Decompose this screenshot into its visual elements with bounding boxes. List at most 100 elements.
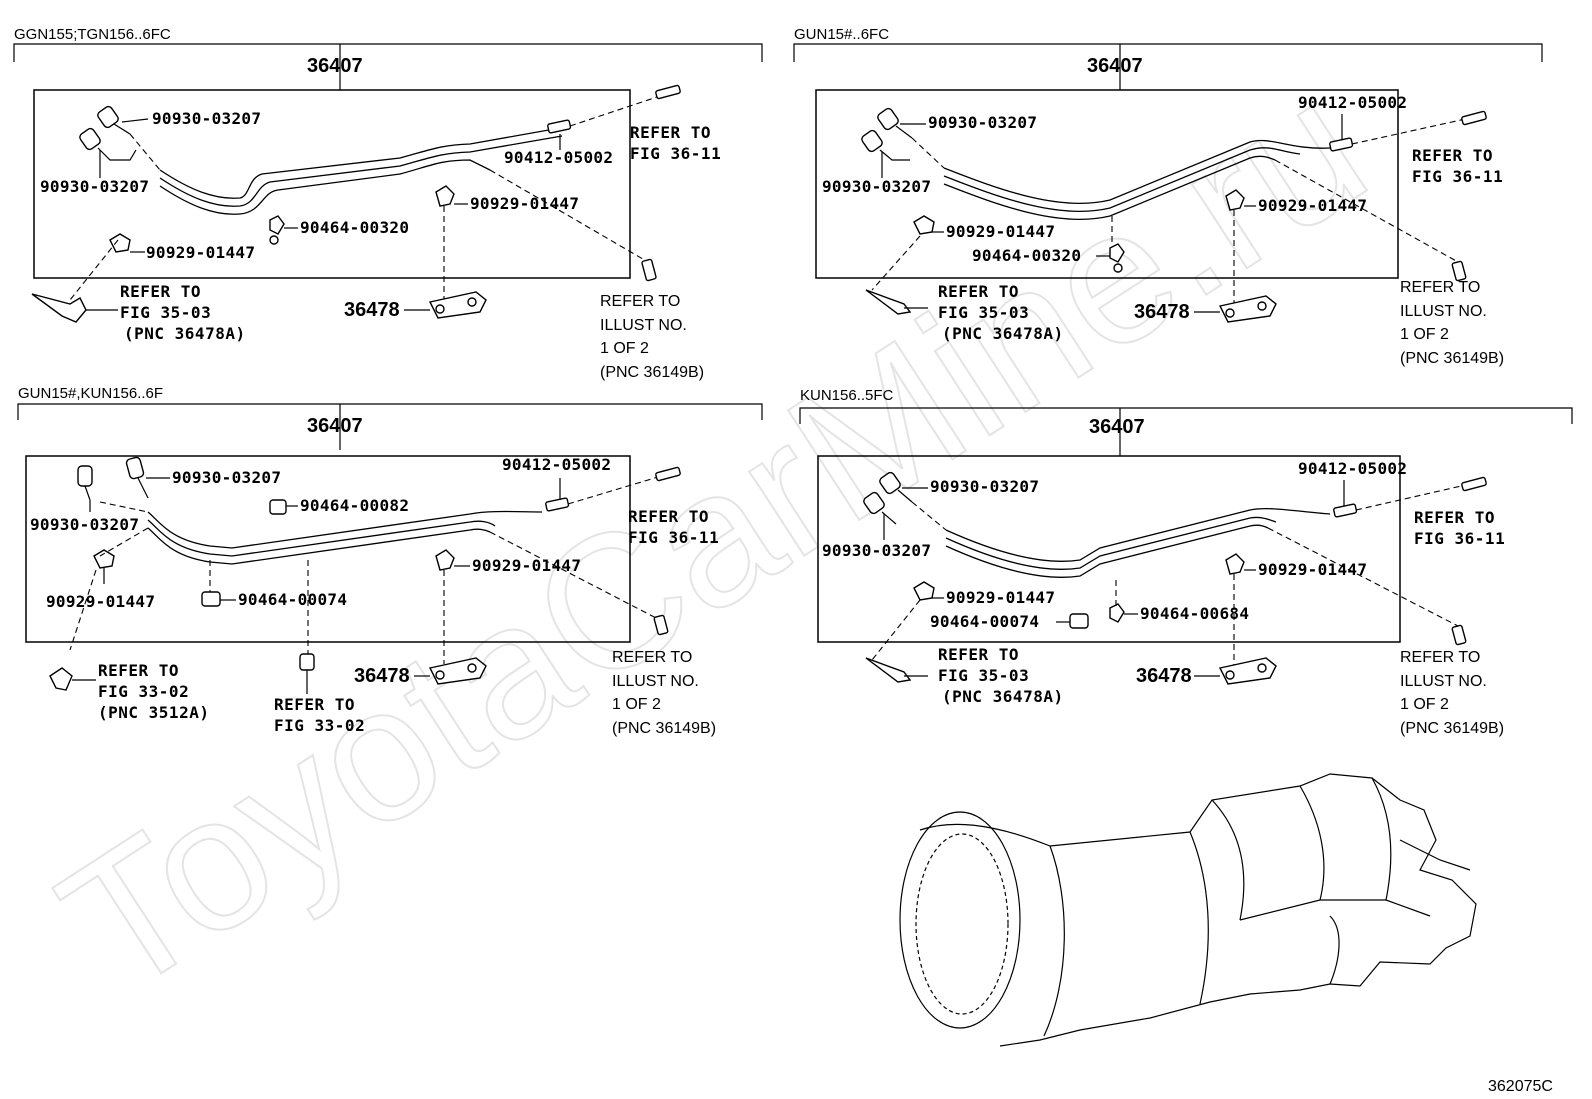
illustration-code: 362075C (1488, 1078, 1553, 1095)
ref-left-line1: REFER TO (98, 661, 179, 680)
ref-left-line2: FIG 35-03 (120, 303, 211, 322)
clamp-right (435, 549, 455, 571)
sensor-connector-top (879, 471, 913, 503)
pipe-end-right-bottom (1451, 260, 1467, 282)
illus-line3: 1 OF 2 (1400, 696, 1449, 713)
label-union: 90412-05002 (504, 148, 613, 167)
bracket-external-left (865, 289, 912, 315)
union-fitting (1329, 137, 1354, 152)
label-connector-left: 90930-03207 (822, 177, 931, 196)
clamp-a (269, 499, 287, 515)
label-connector-top: 90930-03207 (930, 477, 1039, 496)
ref-left-line3: (PNC 36478A) (942, 687, 1064, 706)
ref-right-line1: REFER TO (630, 123, 711, 142)
pipe-end-right-top (1461, 476, 1487, 492)
clamp-right (1225, 553, 1245, 575)
ref-right-line1: REFER TO (1414, 508, 1495, 527)
clamp-b (1069, 613, 1089, 629)
sensor-connector-left (79, 127, 137, 161)
sensor-connector-top (877, 107, 913, 139)
label-connector-left: 90930-03207 (40, 177, 149, 196)
pipe-end-right-bottom (653, 614, 669, 636)
illus-line1: REFER TO (612, 649, 692, 666)
label-bracket: 36478 (1136, 665, 1192, 687)
panel-1: GGN155;TGN156..6FC 36407 90930-03207 909… (13, 26, 763, 381)
label-clamp-right: 90929-01447 (470, 194, 579, 213)
clamp-left (913, 215, 935, 235)
label-connector-left: 90930-03207 (822, 541, 931, 560)
transmission-illustration (899, 773, 1477, 1047)
label-clamp-right: 90929-01447 (1258, 560, 1367, 579)
label-clamp-left: 90929-01447 (46, 592, 155, 611)
pipe-end-right-bottom (641, 258, 657, 282)
pipe-end-right-top (1461, 110, 1487, 126)
variant-label: GUN15#..6FC (794, 26, 889, 43)
bracket-36478 (428, 291, 487, 319)
label-union: 90412-05002 (502, 455, 611, 474)
union-fitting (545, 497, 570, 512)
label-clamp-c: 90464-00684 (1140, 604, 1249, 623)
panel-4: KUN156..5FC 36407 90930-03207 90930-0320… (799, 387, 1573, 737)
sensor-connector-left (77, 465, 93, 501)
panel-3: GUN15#,KUN156..6F 36407 90930-03207 9093… (17, 385, 763, 737)
pipe-end-right-top (655, 466, 681, 482)
fuel-tube (945, 508, 1331, 578)
bracket-36478 (1218, 295, 1277, 323)
sensor-connector-top (125, 456, 149, 499)
ref-left-line2: FIG 35-03 (938, 303, 1029, 322)
fuel-tube (943, 139, 1331, 221)
sensor-connector-left (863, 491, 897, 525)
illus-line3: 1 OF 2 (612, 696, 661, 713)
assembly-number: 36407 (1087, 55, 1143, 77)
assembly-number: 36407 (307, 415, 363, 437)
label-connector-top: 90930-03207 (172, 468, 281, 487)
variant-label: GUN15#,KUN156..6F (18, 385, 163, 402)
illus-line2: ILLUST NO. (600, 317, 687, 334)
label-union: 90412-05002 (1298, 93, 1407, 112)
ref-right-line2: FIG 36-11 (1412, 167, 1503, 186)
bracket-external-left (49, 667, 73, 691)
label-clamp-right: 90929-01447 (472, 556, 581, 575)
label-clamp-left: 90929-01447 (146, 243, 255, 262)
illus-line2: ILLUST NO. (612, 673, 699, 690)
illus-line3: 1 OF 2 (600, 340, 649, 357)
label-clamp-left: 90929-01447 (946, 588, 1055, 607)
ref-mid-line1: REFER TO (274, 695, 355, 714)
ref-left-line3: (PNC 3512A) (98, 703, 209, 722)
clamp-left (93, 549, 115, 569)
pipe-end-right-top (655, 84, 681, 100)
ref-left-line3: (PNC 36478A) (124, 324, 246, 343)
label-clamp-mid: 90464-00320 (972, 246, 1081, 265)
ref-right-line2: FIG 36-11 (628, 528, 719, 547)
clamp-b (201, 591, 221, 607)
clamp-c (1109, 603, 1125, 623)
union-fitting (1333, 503, 1358, 518)
label-clamp-mid: 90464-00320 (300, 218, 409, 237)
ref-right-line2: FIG 36-11 (1414, 529, 1505, 548)
assembly-number: 36407 (307, 55, 363, 77)
variant-label: KUN156..5FC (800, 387, 894, 404)
assembly-box (25, 455, 631, 643)
label-connector-left: 90930-03207 (30, 515, 139, 534)
assembly-box (817, 455, 1401, 643)
pipe-end-right-bottom (1451, 624, 1467, 646)
variant-label: GGN155;TGN156..6FC (14, 26, 171, 43)
illus-line1: REFER TO (1400, 649, 1480, 666)
label-union: 90412-05002 (1298, 459, 1407, 478)
ref-left-line1: REFER TO (938, 645, 1019, 664)
label-bracket: 36478 (354, 665, 410, 687)
ref-left-line2: FIG 33-02 (98, 682, 189, 701)
label-clamp-a: 90464-00082 (300, 496, 409, 515)
sensor-connector-left (861, 129, 910, 161)
illus-line1: REFER TO (600, 293, 680, 310)
clamp-left (109, 233, 131, 253)
illus-line4: (PNC 36149B) (1400, 350, 1504, 367)
clamp-right (435, 185, 455, 207)
assembly-box (33, 89, 631, 279)
bracket-36478 (428, 657, 487, 685)
illus-line1: REFER TO (1400, 279, 1480, 296)
ref-left-line1: REFER TO (938, 282, 1019, 301)
ref-right-line1: REFER TO (628, 507, 709, 526)
bracket-external-left (865, 657, 912, 683)
